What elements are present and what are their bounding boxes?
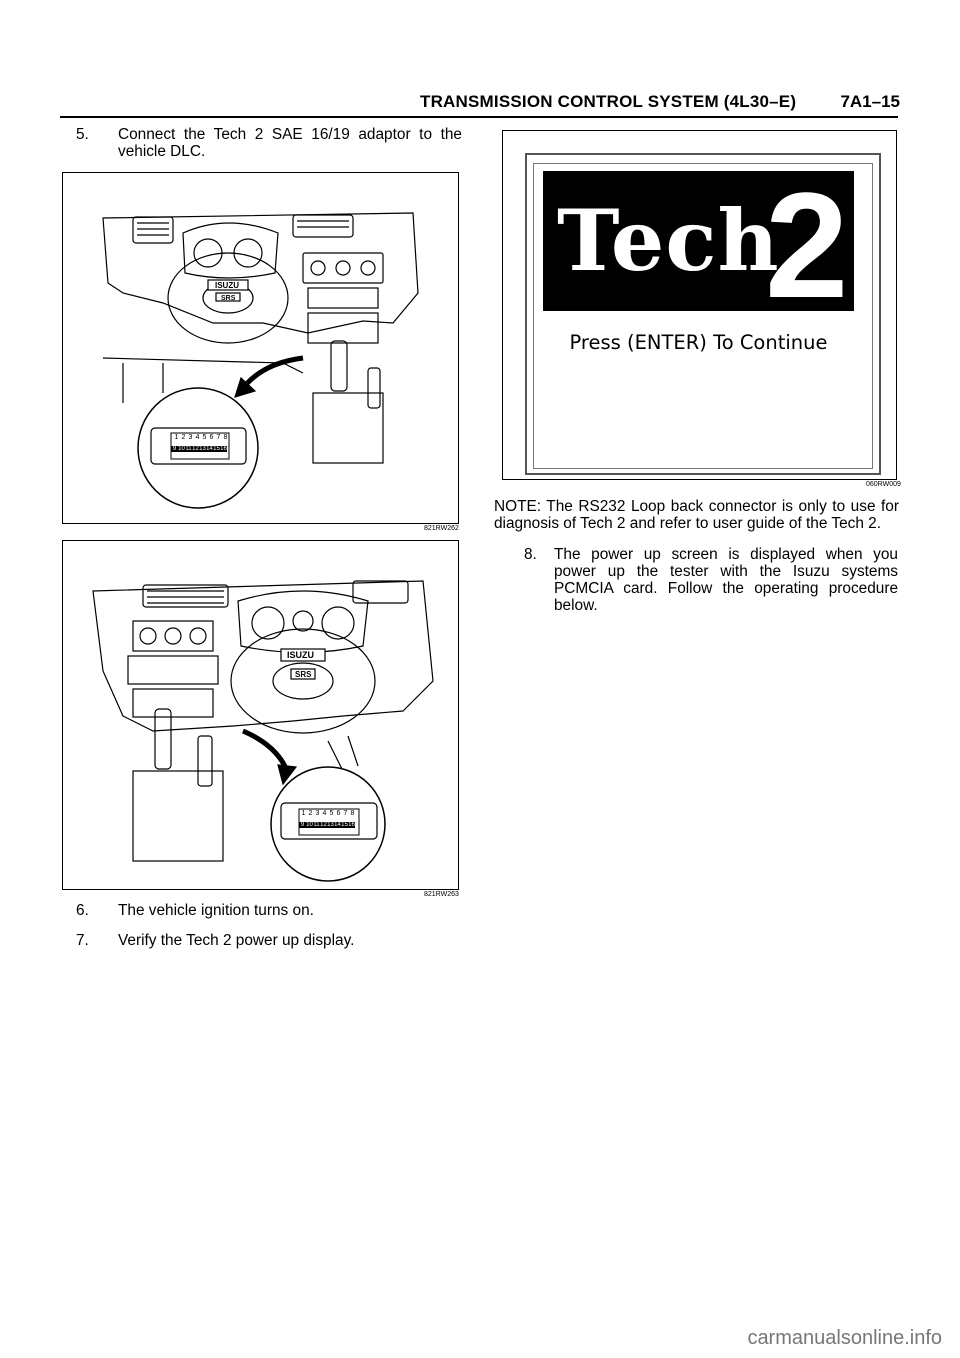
figure-dlc-location-1: ISUZU SRS 1 2 3 4 5 6 7 <box>62 172 459 524</box>
page-header: TRANSMISSION CONTROL SYSTEM (4L30–E) 7A1… <box>420 92 900 114</box>
pin: 3 <box>315 810 320 817</box>
pin: 16 <box>220 446 227 452</box>
step-number: 5. <box>76 126 89 143</box>
pin: 12 <box>320 822 327 828</box>
svg-text:SRS: SRS <box>221 295 236 302</box>
step-number: 8. <box>524 546 537 563</box>
pin: 4 <box>322 810 327 817</box>
dlc-pins-top: 1 2 3 4 5 6 7 8 <box>300 810 356 817</box>
step-number: 7. <box>76 932 89 949</box>
svg-text:ISUZU: ISUZU <box>287 650 314 660</box>
pin: 10 <box>178 446 185 452</box>
pin: 9 <box>172 446 177 452</box>
pin: 11 <box>185 446 192 452</box>
pin: 3 <box>188 434 193 441</box>
tech-logo-number: 2 <box>765 171 849 311</box>
pin: 5 <box>329 810 334 817</box>
figure-id: 821RW263 <box>424 891 459 898</box>
screen-frame <box>525 153 881 475</box>
note-paragraph: NOTE: The RS232 Loop back connector is o… <box>494 498 899 532</box>
pin: 12 <box>192 446 199 452</box>
svg-text:ISUZU: ISUZU <box>215 281 239 290</box>
pin: 6 <box>336 810 341 817</box>
dlc-pins-top: 1 2 3 4 5 6 7 8 <box>173 434 229 441</box>
step-text: The vehicle ignition turns on. <box>118 902 314 919</box>
dashboard-illustration: ISUZU SRS <box>92 580 434 882</box>
pin: 6 <box>209 434 214 441</box>
pin: 5 <box>202 434 207 441</box>
tech2-logo-banner: Tech 2 <box>543 171 854 311</box>
step-text: The power up screen is displayed when yo… <box>554 546 898 614</box>
pin: 14 <box>334 822 341 828</box>
figure-dlc-location-2: ISUZU SRS 1 2 3 4 5 6 7 8 9 10 11 12 13 <box>62 540 459 890</box>
dlc-pins-bottom: 9 10 11 12 13 14 15 16 <box>171 446 227 452</box>
section-title: TRANSMISSION CONTROL SYSTEM (4L30–E) <box>420 92 797 111</box>
svg-text:SRS: SRS <box>295 670 312 679</box>
pin: 16 <box>348 822 355 828</box>
tech-logo-word: Tech <box>557 191 780 290</box>
pin: 13 <box>199 446 206 452</box>
pin: 11 <box>313 822 320 828</box>
pin: 7 <box>343 810 348 817</box>
pin: 1 <box>174 434 179 441</box>
pin: 10 <box>306 822 313 828</box>
header-rule <box>60 116 898 118</box>
pin: 8 <box>350 810 355 817</box>
pin: 15 <box>213 446 220 452</box>
figure-id: 821RW262 <box>424 525 459 532</box>
pin: 2 <box>181 434 186 441</box>
pin: 15 <box>341 822 348 828</box>
pin: 14 <box>206 446 213 452</box>
watermark: carmanualsonline.info <box>747 1327 942 1349</box>
dashboard-illustration: ISUZU SRS <box>102 212 419 509</box>
pin: 1 <box>301 810 306 817</box>
pin: 9 <box>300 822 305 828</box>
figure-tech2-screen: Tech 2 Press (ENTER) To Continue <box>502 130 897 480</box>
page-number: 7A1–15 <box>840 92 900 111</box>
press-enter-prompt: Press (ENTER) To Continue <box>569 331 828 354</box>
pin: 13 <box>327 822 334 828</box>
figure-id: 060RW009 <box>866 481 901 488</box>
dlc-pins-bottom: 9 10 11 12 13 14 15 16 <box>299 822 355 828</box>
pin: 8 <box>223 434 228 441</box>
step-text: Verify the Tech 2 power up display. <box>118 932 355 949</box>
screen-inner-frame <box>533 163 873 469</box>
pin: 4 <box>195 434 200 441</box>
pin: 2 <box>308 810 313 817</box>
pin: 7 <box>216 434 221 441</box>
step-number: 6. <box>76 902 89 919</box>
step-text: Connect the Tech 2 SAE 16/19 adaptor to … <box>118 126 462 160</box>
